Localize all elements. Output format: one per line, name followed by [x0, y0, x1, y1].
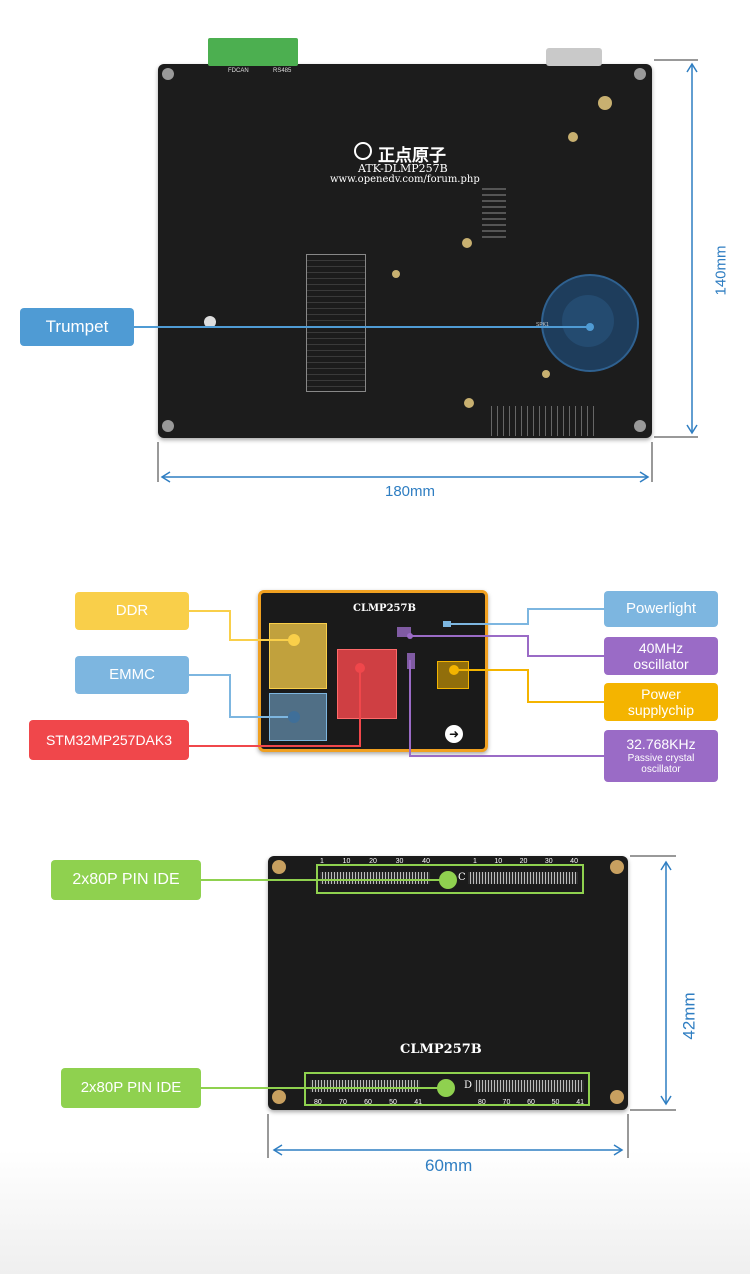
bottom-header: [486, 406, 596, 436]
dim-width-board1: 180mm: [385, 483, 436, 500]
terminal-block: [208, 38, 298, 66]
pin-number: 20: [519, 858, 528, 865]
arrowhead: [160, 471, 171, 483]
board-model: ATK-DLMP257B: [358, 162, 448, 175]
leader-32khz: [409, 660, 604, 757]
mount-hole: [610, 860, 624, 874]
standoff: [542, 370, 550, 378]
callout-32khz-line3: oscillator: [641, 764, 681, 776]
mount-hole: [634, 420, 646, 432]
xtal-40mhz: [397, 627, 411, 637]
callout-soc: STM32MP257DAK3: [29, 720, 189, 760]
pin-number: 1: [320, 858, 324, 865]
pin-number: 70: [339, 1099, 347, 1106]
arrowhead: [272, 1144, 283, 1156]
connector-label-fdcan: FDCAN: [228, 68, 249, 74]
callout-power-line2: supplychip: [627, 702, 695, 718]
speaker-label: SPK1: [536, 322, 549, 328]
leader-ddr: [189, 610, 292, 641]
connector-d-letter: D: [464, 1080, 473, 1091]
speaker-inner: [562, 295, 614, 347]
standoff: [462, 238, 472, 248]
standoff: [392, 270, 400, 278]
pin-numbers-bottom-right: 80 70 60 50 41: [478, 1099, 584, 1106]
pin-number: 60: [527, 1099, 535, 1106]
pin-number: 40: [570, 858, 578, 865]
gpio-header: [306, 254, 366, 392]
pin-number: 50: [389, 1099, 397, 1106]
connector-c-letter: C: [458, 872, 466, 883]
leader-soc: [189, 670, 361, 747]
callout-32khz-line1: 32.768KHz: [626, 736, 696, 753]
mount-hole: [634, 68, 646, 80]
board-url: www.openedv.com/forum.php: [330, 174, 480, 185]
arrowhead: [686, 424, 698, 435]
brand-name: 正点原子: [378, 146, 446, 166]
soc-chip: [337, 649, 397, 719]
standoff: [204, 316, 216, 328]
callout-40mhz-line1: 40MHz: [638, 639, 684, 656]
leader-powerlight: [446, 608, 604, 625]
pin-number: 50: [551, 1099, 560, 1106]
standoff: [464, 398, 474, 408]
callout-powerlight: Powerlight: [604, 591, 718, 627]
pin-number: 10: [342, 858, 351, 865]
pin-number: 80: [478, 1099, 486, 1106]
arrowhead: [660, 1095, 672, 1106]
connector-d-right-pins: [474, 1080, 584, 1092]
mount-hole: [162, 420, 174, 432]
arrowhead: [639, 471, 650, 483]
standoff: [598, 96, 612, 110]
callout-pin-ide-bottom: 2x80P PIN IDE: [61, 1068, 201, 1108]
pin-number: 1: [473, 858, 477, 865]
pin-number: 70: [502, 1099, 511, 1106]
pin-number: 40: [422, 858, 430, 865]
pin-number: 60: [364, 1099, 372, 1106]
pin-number: 10: [494, 858, 503, 865]
leader-40mhz: [410, 635, 604, 657]
leader-power: [456, 669, 604, 703]
mount-hole: [162, 68, 174, 80]
right-header: [482, 184, 506, 242]
arrowhead: [660, 860, 672, 871]
connector-label-rs485: RS485: [273, 68, 292, 74]
callout-emmc: EMMC: [75, 656, 189, 694]
connector-c-right-pins: [468, 872, 578, 884]
callout-power: Power supplychip: [604, 683, 718, 721]
callout-32khz: 32.768KHz Passive crystal oscillator: [604, 730, 718, 782]
dim-width-board3: 60mm: [425, 1156, 473, 1175]
pin-number: 41: [576, 1099, 584, 1106]
arrowhead: [613, 1144, 624, 1156]
callout-32khz-line2: Passive crystal: [627, 752, 695, 764]
leader-emmc: [189, 674, 292, 718]
pin-number: 41: [414, 1099, 422, 1106]
pin-numbers-bottom-left: 80 70 60 50 41: [314, 1099, 422, 1106]
vga-connector: [546, 48, 602, 66]
brand-logo: [354, 142, 372, 160]
standoff: [568, 132, 578, 142]
callout-pin-ide-top: 2x80P PIN IDE: [51, 860, 201, 900]
pin-number: 30: [544, 858, 553, 865]
mount-hole: [610, 1090, 624, 1104]
callout-40mhz: 40MHz oscillator: [604, 637, 718, 675]
pin-numbers-top-right: 1 10 20 30 40: [473, 858, 578, 865]
arrow-icon: ➜: [445, 725, 463, 743]
pin-number: 30: [395, 858, 404, 865]
pin-number: 20: [369, 858, 377, 865]
mount-hole: [272, 1090, 286, 1104]
pin-numbers-top-left: 1 10 20 30 40: [320, 858, 430, 865]
arrowhead: [686, 62, 698, 73]
ddr-chip: [269, 623, 327, 689]
callout-power-line1: Power: [641, 685, 681, 702]
callout-trumpet: Trumpet: [20, 308, 134, 346]
carrier-board: FDCAN RS485 正点原子 ATK-DLMP257B www.opened…: [158, 38, 652, 438]
pin-number: 80: [314, 1099, 322, 1106]
callout-ddr: DDR: [75, 592, 189, 630]
leader-dot: [586, 323, 594, 331]
board-silk-name: CLMP257B: [353, 603, 416, 614]
board-silk-name-bottom: CLMP257B: [400, 1042, 482, 1057]
mount-hole: [272, 860, 286, 874]
callout-40mhz-line2: oscillator: [633, 656, 689, 672]
